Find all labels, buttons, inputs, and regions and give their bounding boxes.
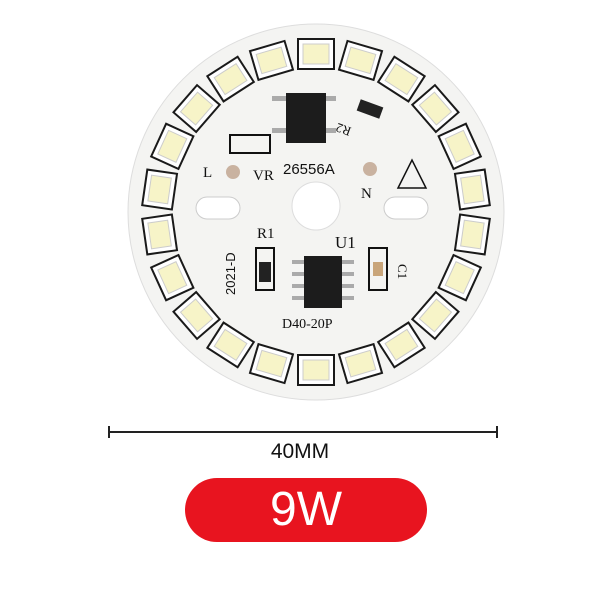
resistor-r2 bbox=[356, 99, 384, 119]
label-l: L bbox=[203, 165, 212, 181]
solder-pad-n bbox=[363, 162, 377, 176]
dimension-line bbox=[108, 426, 498, 438]
led-chip bbox=[248, 342, 295, 385]
led-ring bbox=[141, 38, 491, 386]
led-chip bbox=[172, 83, 222, 134]
center-hole bbox=[291, 181, 341, 231]
led-chip bbox=[205, 55, 256, 103]
label-model: D40-20P bbox=[282, 317, 333, 332]
led-chip bbox=[337, 342, 384, 385]
solder-pad-l bbox=[226, 165, 240, 179]
led-chip bbox=[172, 290, 222, 341]
label-n: N bbox=[361, 186, 372, 202]
power-badge: 9W bbox=[185, 478, 427, 542]
led-chip bbox=[141, 168, 179, 211]
bridge-chip bbox=[272, 93, 336, 143]
led-chip bbox=[248, 39, 295, 82]
led-chip bbox=[410, 290, 460, 341]
label-r2: R2 bbox=[334, 120, 353, 139]
label-part-number: 26556A bbox=[283, 161, 335, 178]
label-c1: C1 bbox=[395, 264, 410, 279]
led-chip bbox=[376, 55, 427, 103]
resistor-r1-pad bbox=[255, 247, 275, 291]
label-year: 2021-D bbox=[223, 252, 238, 295]
capacitor-c1 bbox=[373, 262, 383, 276]
led-chip bbox=[297, 38, 335, 70]
led-chip bbox=[297, 354, 335, 386]
led-chip bbox=[337, 39, 384, 82]
led-chip bbox=[453, 168, 491, 211]
high-voltage-warning-icon bbox=[396, 158, 428, 189]
driver-ic-u1 bbox=[292, 256, 354, 308]
led-chip bbox=[437, 253, 483, 302]
dimension-label: 40MM bbox=[270, 440, 330, 463]
mount-slot-right bbox=[383, 196, 429, 220]
led-chip bbox=[410, 83, 460, 134]
led-chip bbox=[141, 213, 179, 256]
label-u1: U1 bbox=[335, 233, 356, 252]
label-vr: VR bbox=[253, 168, 274, 184]
label-r1: R1 bbox=[257, 226, 275, 242]
capacitor-c1-pad bbox=[368, 247, 388, 291]
led-chip bbox=[149, 122, 195, 171]
led-chip bbox=[437, 122, 483, 171]
led-chip bbox=[453, 213, 491, 256]
resistor-r1 bbox=[259, 262, 271, 282]
led-chip bbox=[376, 321, 427, 369]
mount-slot-left bbox=[195, 196, 241, 220]
led-chip bbox=[149, 253, 195, 302]
led-chip bbox=[205, 321, 256, 369]
vr-pads bbox=[229, 134, 271, 154]
